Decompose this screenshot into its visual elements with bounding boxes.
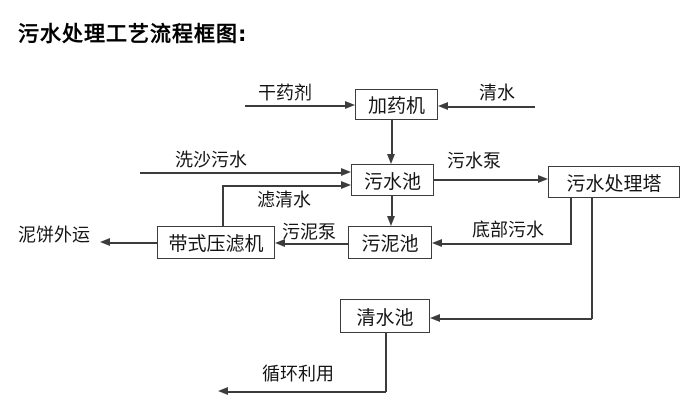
flow-line-tower-to-clean-vertical [591,198,593,319]
node-treatment-tower: 污水处理塔 [548,166,680,198]
arrowhead-left-icon [275,239,285,247]
node-sewage-pool: 污水池 [351,164,434,196]
arrowhead-right-icon [345,101,355,109]
label-dry-agent: 干药剂 [258,83,312,104]
diagram-title: 污水处理工艺流程框图: [18,22,248,46]
arrowhead-right-icon [341,168,351,176]
flow-line-sewage-pump [434,179,538,181]
label-sand-washing-sewage: 洗沙污水 [175,150,247,171]
flow-line-bottom-sewage-vertical [570,198,572,245]
arrowhead-left-icon [430,314,440,322]
node-belt-filter-press: 带式压滤机 [157,226,275,259]
arrowhead-down-icon [387,216,395,226]
node-dosing-machine: 加药机 [355,89,438,120]
flow-line-dosing-to-sewage [391,120,393,155]
node-clean-water-pool: 清水池 [340,299,430,333]
flow-line-tower-to-clean-horizontal [440,318,592,320]
node-sludge-pool: 污泥池 [348,226,432,259]
label-bottom-sewage: 底部污水 [472,220,544,241]
flow-line-recycle-vertical [385,333,387,392]
flow-line-bottom-sewage-horizontal [442,243,571,245]
flow-line-sand-washing [140,172,341,174]
arrowhead-left-icon [432,239,442,247]
arrowhead-right-icon [538,175,548,183]
label-recycle-use: 循环利用 [262,364,334,385]
flow-line-filtered-water-horizontal [222,185,341,187]
flow-line-sewage-to-sludge [391,196,393,217]
arrowhead-down-icon [387,154,395,164]
label-mud-cake-out: 泥饼外运 [18,225,90,246]
flow-line-clean-water [448,106,535,108]
arrowhead-left-icon [438,102,448,110]
flow-line-recycle-horizontal [228,391,386,393]
arrowhead-left-icon [100,238,110,246]
flow-line-mud-cake [110,242,157,244]
flow-line-dry-agent [245,105,346,107]
arrowhead-left-icon [218,387,228,395]
flow-line-sludge-pump [285,243,348,245]
flow-line-filtered-water-vertical [222,186,224,226]
label-sludge-pump: 污泥泵 [282,222,336,243]
label-clean-water: 清水 [479,83,515,104]
label-filtered-water: 滤清水 [257,190,311,211]
arrowhead-right-icon [341,181,351,189]
label-sewage-pump: 污水泵 [447,151,501,172]
